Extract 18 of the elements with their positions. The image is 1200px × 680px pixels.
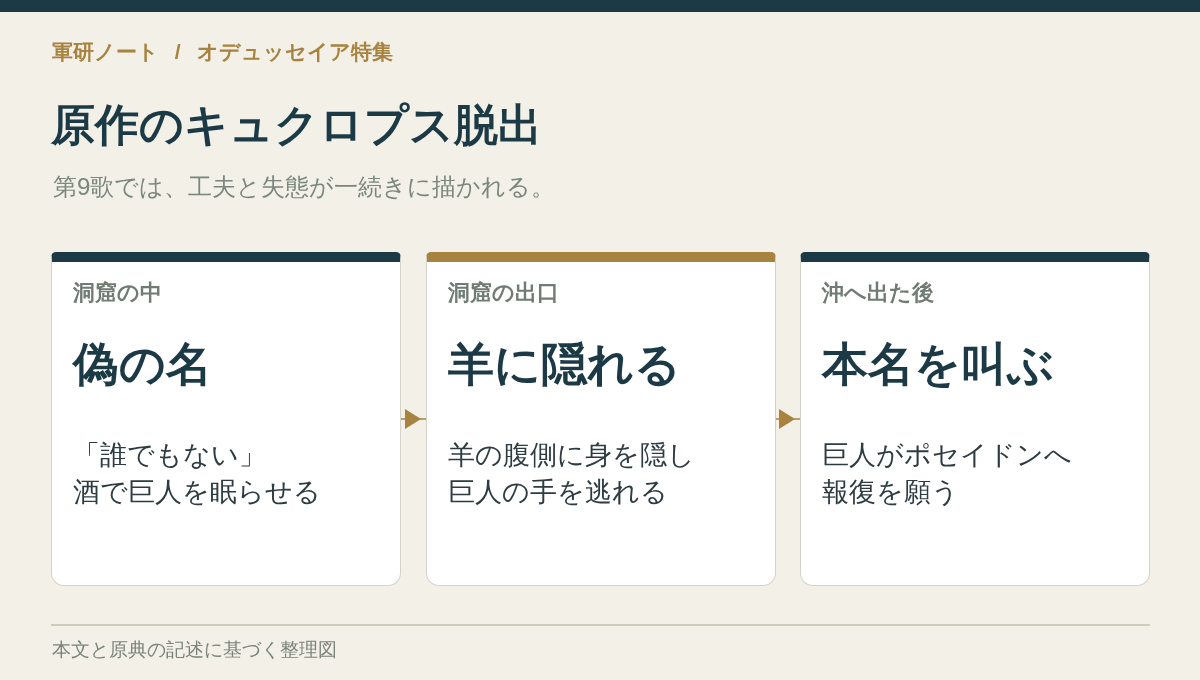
page-title: 原作のキュクロプス脱出 — [51, 99, 542, 151]
stage-label: 洞窟の中 — [73, 279, 162, 307]
subtitle: 第9歌では、工夫と失態が一続きに描かれる。 — [53, 172, 556, 202]
breadcrumb: 軍研ノート / オデュッセイア特集 — [52, 39, 393, 65]
card-title: 本名を叫ぶ — [822, 337, 1054, 392]
arrow — [775, 409, 801, 429]
card-text: 巨人がポセイドンへ報復を願う — [822, 439, 1073, 509]
card-title: 羊に隠れる — [448, 337, 681, 392]
stage-label: 洞窟の出口 — [448, 279, 559, 307]
card-text: 羊の腹側に身を隠し巨人の手を逃れる — [448, 439, 696, 509]
card — [426, 252, 776, 586]
stage-label: 沖へ出た後 — [822, 279, 934, 307]
card — [800, 252, 1150, 586]
arrow — [400, 409, 427, 429]
card — [51, 252, 401, 586]
card-title: 偽の名 — [73, 337, 212, 392]
caption: 本文と原典の記述に基づく整理図 — [52, 638, 337, 662]
card-text: 「誰でもない」酒で巨人を眠らせる — [73, 439, 322, 509]
